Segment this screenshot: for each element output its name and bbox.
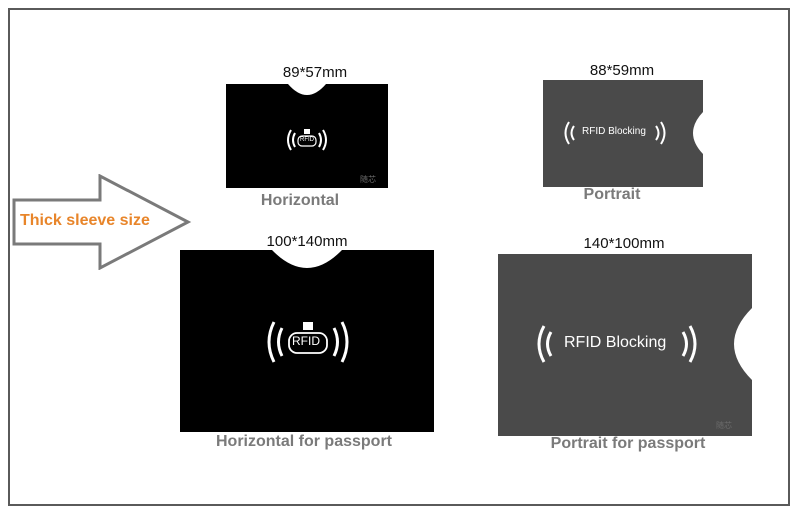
arrow-shape	[12, 174, 192, 270]
image-frame	[8, 8, 790, 506]
arrow-label: Thick sleeve size	[20, 212, 150, 229]
sleeve-portrait-text: RFID Blocking	[582, 126, 646, 137]
rfid-lock-icon	[262, 318, 354, 371]
sleeve-horizontal-text: RFID	[300, 137, 314, 143]
caption-horizontal: Horizontal	[260, 192, 340, 209]
rfid-waves-icon	[560, 118, 670, 153]
size-label-portrait-passport: 140*100mm	[583, 235, 665, 252]
size-label-horizontal: 89*57mm	[282, 64, 348, 81]
sleeve-portrait-passport-text: RFID Blocking	[564, 334, 667, 351]
size-label-portrait: 88*59mm	[589, 62, 655, 79]
rfid-lock-icon	[283, 126, 331, 159]
sleeve-portrait-passport	[498, 254, 752, 436]
caption-portrait-passport: Portrait for passport	[550, 435, 706, 452]
sleeve-horizontal-passport-text: RFID	[292, 334, 320, 348]
sleeve-portrait	[543, 80, 703, 187]
sleeve-portrait-passport-stamp: 随芯	[716, 421, 732, 430]
caption-portrait: Portrait	[583, 186, 641, 203]
sleeve-horizontal-passport	[180, 250, 434, 432]
sleeve-horizontal-stamp: 随芯	[360, 175, 376, 184]
caption-horizontal-passport: Horizontal for passport	[215, 433, 393, 450]
rfid-waves-icon	[532, 323, 702, 370]
size-label-horizontal-passport: 100*140mm	[266, 233, 348, 250]
